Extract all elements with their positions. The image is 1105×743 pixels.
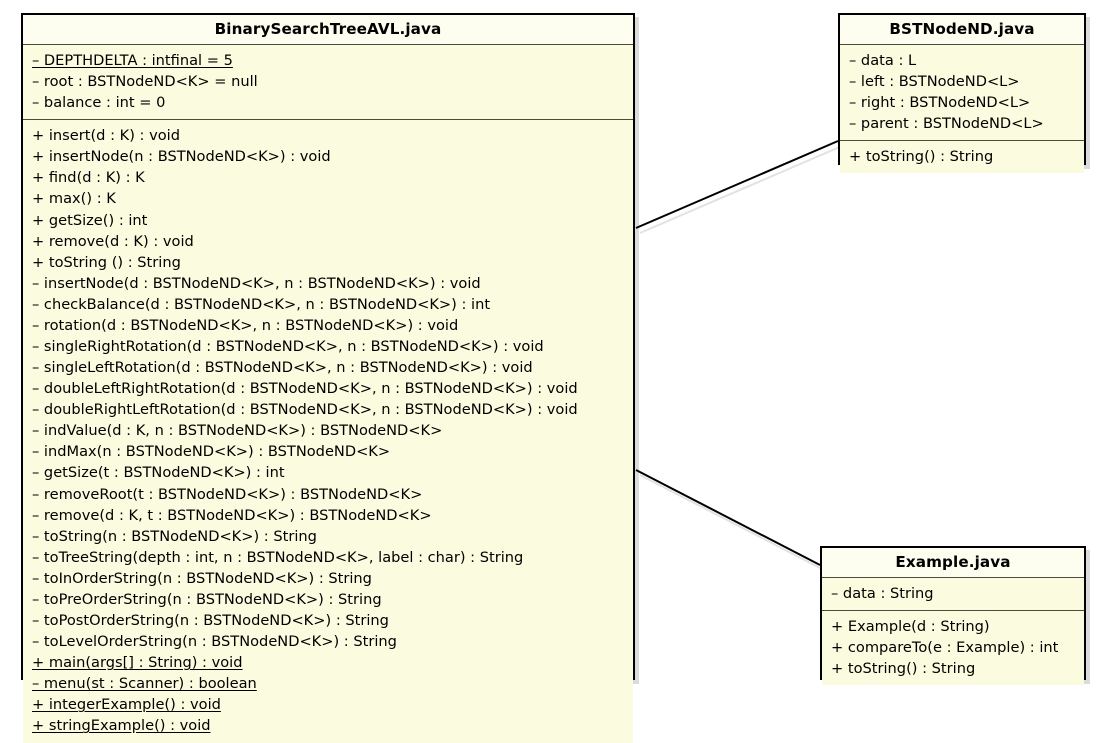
method-text: – singleRightRotation(d : BSTNodeND<K>, … [32, 338, 544, 356]
uml-class-example[interactable]: Example.java – data : String + Example(d… [820, 546, 1086, 686]
method-row: – indValue(d : K, n : BSTNodeND<K>) : BS… [32, 420, 624, 441]
method-row: + insert(d : K) : void [32, 125, 624, 146]
method-row: + insertNode(n : BSTNodeND<K>) : void [32, 146, 624, 167]
attribute-text: – data : L [849, 52, 917, 69]
method-row: – checkBalance(d : BSTNodeND<K>, n : BST… [32, 294, 624, 315]
method-text: – toString(n : BSTNodeND<K>) : String [32, 527, 317, 545]
attributes-compartment-binarysearchtreeavl: – DEPTHDELTA : intfinal = 5 – root : BST… [23, 45, 633, 120]
method-row: + toString() : String [831, 658, 1075, 679]
method-row: + toString() : String [849, 146, 1075, 167]
method-row: – insertNode(d : BSTNodeND<K>, n : BSTNo… [32, 273, 624, 294]
method-text: – doubleRightLeftRotation(d : BSTNodeND<… [32, 401, 578, 419]
attribute-row: – left : BSTNodeND<L> [849, 71, 1075, 92]
method-text: + max() : K [32, 190, 116, 208]
class-title-example: Example.java [822, 548, 1084, 578]
attribute-row: – data : String [831, 583, 1075, 604]
method-text: + Example(d : String) [831, 618, 990, 636]
attribute-text: – data : String [831, 585, 934, 602]
method-row: + Example(d : String) [831, 616, 1075, 637]
method-row: + stringExample() : void [32, 715, 624, 736]
methods-compartment-binarysearchtreeavl: + insert(d : K) : void + insertNode(n : … [23, 119, 633, 743]
connector-bstavl-to-example[interactable] [635, 469, 821, 566]
connector-bstavl-to-bstnode[interactable] [635, 140, 839, 229]
attribute-text: – DEPTHDELTA : intfinal = 5 [32, 52, 233, 69]
attributes-compartment-example: – data : String [822, 578, 1084, 611]
uml-class-bstnodend[interactable]: BSTNodeND.java – data : L – left : BSTNo… [838, 13, 1086, 174]
method-text: – doubleLeftRightRotation(d : BSTNodeND<… [32, 380, 578, 398]
connector-bstavl-to-example-shadow [639, 474, 825, 571]
method-text: + compareTo(e : Example) : int [831, 639, 1059, 657]
diagram-canvas: BinarySearchTreeAVL.java – DEPTHDELTA : … [21, 13, 1086, 743]
method-row: + getSize() : int [32, 210, 624, 231]
method-text: – toTreeString(depth : int, n : BSTNodeN… [32, 548, 524, 566]
method-text: – toPreOrderString(n : BSTNodeND<K>) : S… [32, 590, 382, 608]
method-row: + integerExample() : void [32, 694, 624, 715]
method-text: – indValue(d : K, n : BSTNodeND<K>) : BS… [32, 422, 443, 440]
method-row: – indMax(n : BSTNodeND<K>) : BSTNodeND<K… [32, 441, 624, 462]
method-row: – toString(n : BSTNodeND<K>) : String [32, 526, 624, 547]
class-title-bstnodend: BSTNodeND.java [840, 15, 1084, 45]
method-text: + main(args[] : String) : void [32, 654, 243, 672]
attribute-text: – balance : int = 0 [32, 94, 166, 112]
method-text: – removeRoot(t : BSTNodeND<K>) : BSTNode… [32, 485, 423, 503]
method-row: + compareTo(e : Example) : int [831, 637, 1075, 658]
method-text: + getSize() : int [32, 211, 148, 229]
method-text: + insert(d : K) : void [32, 127, 180, 145]
method-row: – doubleRightLeftRotation(d : BSTNodeND<… [32, 399, 624, 420]
method-text: – singleLeftRotation(d : BSTNodeND<K>, n… [32, 359, 533, 377]
connector-bstavl-to-bstnode-shadow [639, 145, 843, 234]
class-title-binarysearchtreeavl: BinarySearchTreeAVL.java [23, 15, 633, 45]
method-row: + max() : K [32, 188, 624, 209]
attribute-row: – root : BSTNodeND<K> = null [32, 71, 624, 92]
attribute-text: – right : BSTNodeND<L> [849, 94, 1031, 112]
attribute-text: – left : BSTNodeND<L> [849, 73, 1020, 91]
method-text: + remove(d : K) : void [32, 232, 194, 250]
method-text: + toString() : String [849, 148, 994, 166]
method-row: – doubleLeftRightRotation(d : BSTNodeND<… [32, 378, 624, 399]
method-row: – getSize(t : BSTNodeND<K>) : int [32, 462, 624, 483]
method-text: – toLevelOrderString(n : BSTNodeND<K>) :… [32, 633, 397, 651]
attribute-text: – parent : BSTNodeND<L> [849, 115, 1044, 133]
method-row: – singleLeftRotation(d : BSTNodeND<K>, n… [32, 357, 624, 378]
method-row: – toPostOrderString(n : BSTNodeND<K>) : … [32, 610, 624, 631]
method-text: – getSize(t : BSTNodeND<K>) : int [32, 464, 285, 482]
method-row: – singleRightRotation(d : BSTNodeND<K>, … [32, 336, 624, 357]
method-text: – menu(st : Scanner) : boolean [32, 675, 257, 693]
method-row: + find(d : K) : K [32, 167, 624, 188]
method-text: + stringExample() : void [32, 717, 211, 735]
method-row: + remove(d : K) : void [32, 231, 624, 252]
method-text: + find(d : K) : K [32, 169, 145, 187]
method-text: + toString () : String [32, 253, 181, 271]
method-text: – remove(d : K, t : BSTNodeND<K>) : BSTN… [32, 506, 432, 524]
attributes-compartment-bstnodend: – data : L – left : BSTNodeND<L> – right… [840, 45, 1084, 141]
method-text: – indMax(n : BSTNodeND<K>) : BSTNodeND<K… [32, 443, 391, 461]
attribute-row: – balance : int = 0 [32, 92, 624, 113]
method-row: – toInOrderString(n : BSTNodeND<K>) : St… [32, 568, 624, 589]
method-row: – removeRoot(t : BSTNodeND<K>) : BSTNode… [32, 484, 624, 505]
attribute-text: – root : BSTNodeND<K> = null [32, 73, 258, 91]
method-row: – rotation(d : BSTNodeND<K>, n : BSTNode… [32, 315, 624, 336]
method-text: – toInOrderString(n : BSTNodeND<K>) : St… [32, 569, 372, 587]
method-row: – remove(d : K, t : BSTNodeND<K>) : BSTN… [32, 505, 624, 526]
method-row: + toString () : String [32, 252, 624, 273]
attribute-row: – right : BSTNodeND<L> [849, 92, 1075, 113]
methods-compartment-bstnodend: + toString() : String [840, 140, 1084, 174]
method-row: – menu(st : Scanner) : boolean [32, 673, 624, 694]
method-text: – checkBalance(d : BSTNodeND<K>, n : BST… [32, 295, 491, 313]
method-text: + toString() : String [831, 660, 976, 678]
attribute-row: – parent : BSTNodeND<L> [849, 113, 1075, 134]
method-row: – toLevelOrderString(n : BSTNodeND<K>) :… [32, 631, 624, 652]
method-text: – rotation(d : BSTNodeND<K>, n : BSTNode… [32, 316, 459, 334]
method-text: + integerExample() : void [32, 696, 221, 714]
method-text: + insertNode(n : BSTNodeND<K>) : void [32, 148, 331, 166]
uml-class-binarysearchtreeavl[interactable]: BinarySearchTreeAVL.java – DEPTHDELTA : … [21, 13, 635, 743]
method-row: – toPreOrderString(n : BSTNodeND<K>) : S… [32, 589, 624, 610]
attribute-row: – DEPTHDELTA : intfinal = 5 [32, 50, 624, 71]
methods-compartment-example: + Example(d : String) + compareTo(e : Ex… [822, 610, 1084, 686]
method-text: – insertNode(d : BSTNodeND<K>, n : BSTNo… [32, 274, 481, 292]
method-row: + main(args[] : String) : void [32, 652, 624, 673]
method-row: – toTreeString(depth : int, n : BSTNodeN… [32, 547, 624, 568]
attribute-row: – data : L [849, 50, 1075, 71]
method-text: – toPostOrderString(n : BSTNodeND<K>) : … [32, 612, 389, 630]
